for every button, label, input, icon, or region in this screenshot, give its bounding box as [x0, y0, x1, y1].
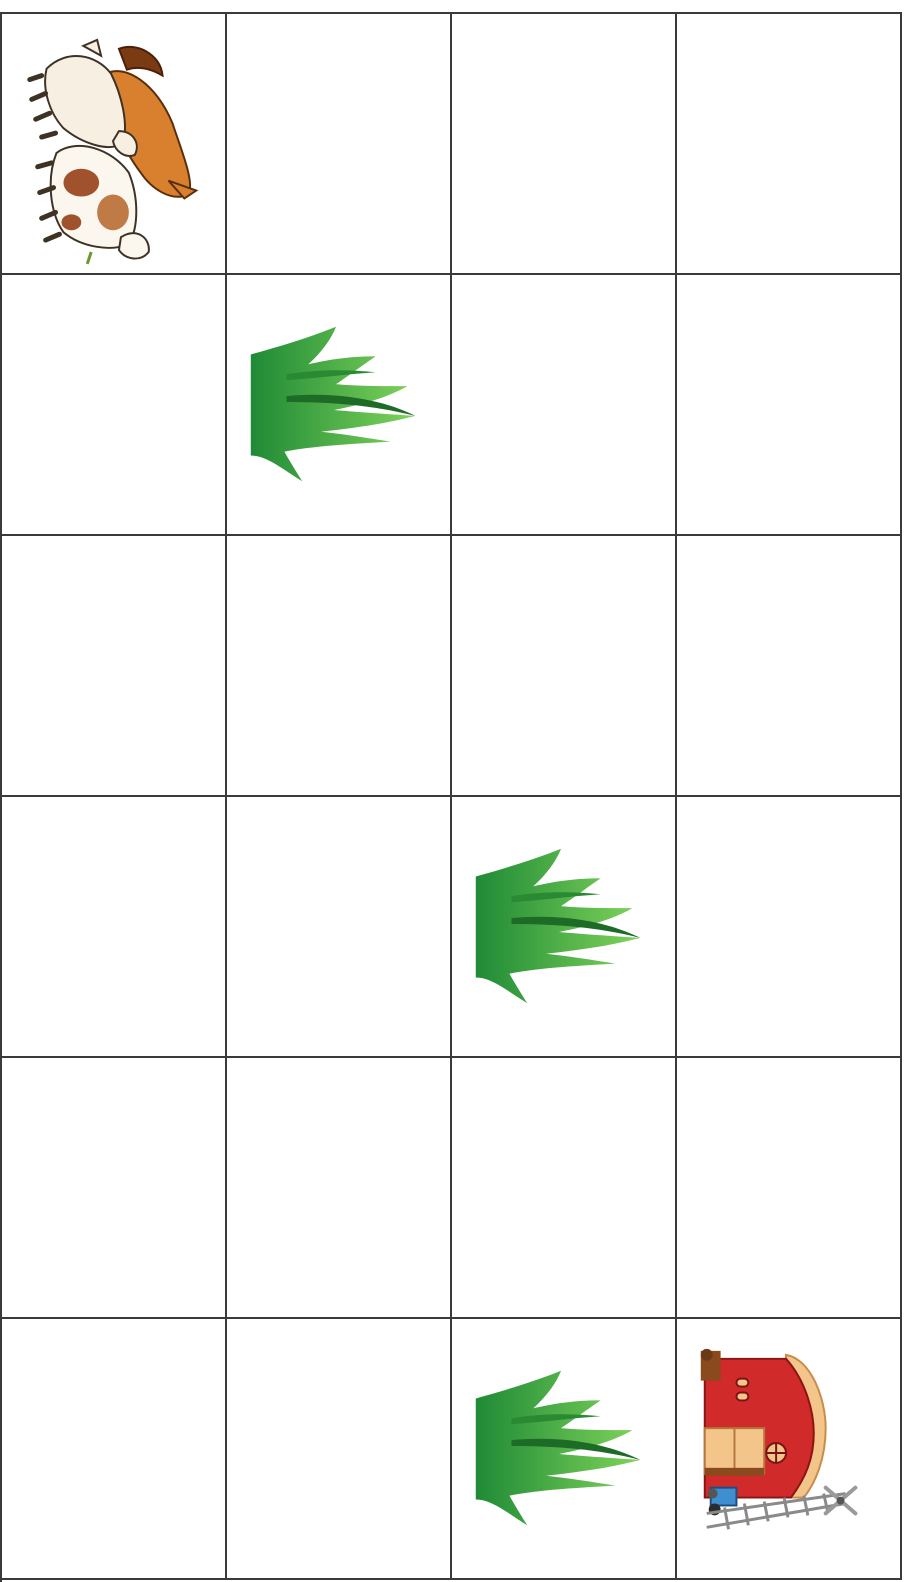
cell-r5-c2[interactable] [227, 1058, 452, 1319]
cell-r2-c3[interactable] [452, 275, 677, 536]
cell-r1-c1[interactable] [2, 14, 227, 275]
board-row-6 [2, 1319, 902, 1580]
cell-r3-c4[interactable] [677, 536, 902, 797]
cell-r1-c4[interactable] [677, 14, 902, 275]
cell-r4-c3[interactable] [452, 797, 677, 1058]
cell-r3-c3[interactable] [452, 536, 677, 797]
cell-r2-c2[interactable] [227, 275, 452, 536]
grass-icon [227, 275, 450, 534]
board-row-5 [2, 1058, 902, 1319]
cell-r4-c2[interactable] [227, 797, 452, 1058]
cell-r6-c3[interactable] [452, 1319, 677, 1580]
cell-r3-c2[interactable] [227, 536, 452, 797]
board-row-3 [2, 536, 902, 797]
cell-r1-c3[interactable] [452, 14, 677, 275]
cell-r2-c1[interactable] [2, 275, 227, 536]
cell-r1-c2[interactable] [227, 14, 452, 275]
cell-r2-c4[interactable] [677, 275, 902, 536]
cell-r5-c1[interactable] [2, 1058, 227, 1319]
grass-icon [452, 797, 675, 1056]
cell-r4-c1[interactable] [2, 797, 227, 1058]
board-row-2 [2, 275, 902, 536]
cell-r4-c4[interactable] [677, 797, 902, 1058]
game-board [0, 12, 902, 1582]
cell-r5-c4[interactable] [677, 1058, 902, 1319]
cell-r6-c2[interactable] [227, 1319, 452, 1580]
board-row-1 [2, 14, 902, 275]
farm-animals-icon [2, 14, 225, 273]
grass-icon [452, 1319, 675, 1578]
board-row-4 [2, 797, 902, 1058]
cell-r5-c3[interactable] [452, 1058, 677, 1319]
barn-icon [677, 1319, 900, 1578]
cell-r3-c1[interactable] [2, 536, 227, 797]
cell-r6-c1[interactable] [2, 1319, 227, 1580]
cell-r6-c4[interactable] [677, 1319, 902, 1580]
